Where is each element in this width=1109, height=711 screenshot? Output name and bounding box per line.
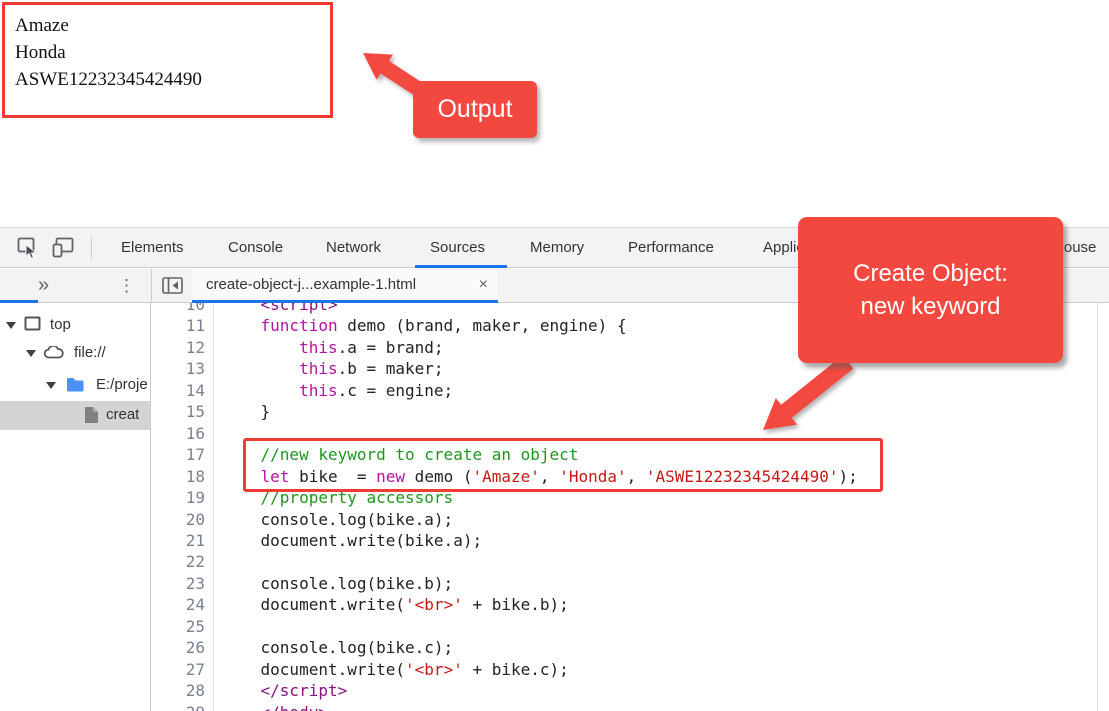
selected-tab-indicator (415, 265, 507, 268)
code-line[interactable]: </body> (222, 702, 858, 711)
hide-navigator-icon[interactable] (162, 277, 184, 295)
strip-divider (151, 269, 152, 303)
output-line: Amaze (15, 15, 69, 36)
gutter-line-number[interactable]: 23 (185, 573, 205, 593)
output-line: ASWE12232345424490 (15, 69, 202, 90)
tab-sources[interactable]: Sources (430, 239, 486, 256)
gutter-line-number[interactable]: 22 (185, 552, 205, 572)
code-lines: <script> function demo (brand, maker, en… (222, 303, 858, 711)
code-editor: 10 11121314151617181920212223242526272829… (151, 303, 1097, 711)
tree-item-label: top (50, 316, 71, 333)
file-tab-active[interactable]: create-object-j...example-1.html × (192, 269, 498, 303)
gutter-line-number[interactable]: 21 (185, 530, 205, 550)
file-tab-title: create-object-j...example-1.html (206, 276, 417, 293)
close-tab-icon[interactable]: × (478, 276, 488, 293)
code-line[interactable] (222, 423, 858, 444)
navigator-tab-indicator (0, 300, 38, 303)
code-line[interactable] (222, 616, 858, 637)
code-line[interactable]: function demo (brand, maker, engine) { (260, 316, 627, 336)
rendered-output-panel: Amaze Honda ASWE12232345424490 (2, 2, 333, 118)
gutter-line-number[interactable]: 28 (185, 681, 205, 701)
create-object-callout: Create Object: new keyword (798, 217, 1063, 363)
expand-arrow-icon[interactable] (26, 350, 36, 357)
output-line: Honda (15, 42, 66, 63)
gutter-line-number[interactable]: 11 (185, 316, 205, 336)
code-line[interactable] (222, 551, 858, 572)
output-annotation-text: Output (437, 95, 513, 123)
gutter-line-number[interactable]: 20 (185, 509, 205, 529)
tree-item-folder[interactable]: E:/proje (0, 371, 150, 399)
tab-performance[interactable]: Performance (628, 239, 714, 256)
gutter-line-number[interactable]: 15 (185, 402, 205, 422)
file-icon (85, 407, 98, 423)
tree-item-top[interactable]: top (0, 311, 150, 339)
tree-item-label: file:// (74, 344, 106, 361)
gutter-divider (213, 303, 214, 711)
code-line[interactable]: //new keyword to create an object (260, 445, 579, 465)
tree-item-label: creat (106, 406, 140, 423)
gutter-line-number[interactable]: 24 (185, 595, 205, 615)
code-line[interactable]: console.log(bike.c); (222, 638, 454, 658)
code-line[interactable]: //property accessors (260, 488, 454, 508)
code-line[interactable]: } (222, 402, 271, 422)
gutter-line-number[interactable]: 14 (185, 380, 205, 400)
gutter-line-number[interactable]: 27 (185, 659, 205, 679)
frame-icon (24, 316, 41, 331)
toolbar-divider (91, 237, 92, 259)
gutter-line-number[interactable]: 25 (185, 616, 205, 636)
tab-console[interactable]: Console (228, 239, 284, 256)
expand-arrow-icon[interactable] (46, 382, 56, 389)
callout-line1: Create Object: (853, 260, 1008, 287)
code-line[interactable]: document.write('<br>' + bike.c); (222, 659, 569, 679)
gutter-line-number[interactable]: 12 (185, 337, 205, 357)
gutter-line-number[interactable]: 10 (185, 303, 205, 314)
code-line[interactable]: console.log(bike.a); (222, 509, 454, 529)
tree-item-label: E:/proje (96, 376, 148, 393)
gutter-line-number[interactable]: 13 (185, 359, 205, 379)
tab-elements[interactable]: Elements (121, 239, 184, 256)
folder-icon (67, 378, 84, 392)
gutter-lines: 10 11121314151617181920212223242526272829 (151, 303, 213, 711)
code-line[interactable]: document.write('<br>' + bike.b); (222, 595, 569, 615)
tab-memory[interactable]: Memory (530, 239, 585, 256)
code-line[interactable]: let bike = new demo ('Amaze', 'Honda', '… (260, 466, 858, 486)
toggle-device-toolbar-icon[interactable] (52, 237, 74, 258)
code-line[interactable]: this.c = engine; (299, 380, 454, 400)
tab-network[interactable]: Network (326, 239, 382, 256)
code-line[interactable]: this.b = maker; (299, 359, 444, 379)
gutter-line-number[interactable]: 19 (185, 488, 205, 508)
cloud-icon (44, 346, 64, 359)
output-annotation-label: Output (413, 81, 537, 138)
code-line[interactable]: </script> (260, 681, 348, 701)
editor-scrollbar-track[interactable] (1097, 303, 1109, 711)
tree-item-file-protocol[interactable]: file:// (0, 339, 150, 367)
gutter-line-number[interactable]: 18 (185, 466, 205, 486)
kebab-menu-icon[interactable]: ⋮ (118, 276, 135, 295)
tree-item-file-selected[interactable]: creat (0, 401, 150, 430)
gutter-line-number[interactable]: 16 (185, 423, 205, 443)
gutter-line-number[interactable]: 29 (151, 702, 205, 711)
callout-line2: new keyword (860, 293, 1001, 320)
code-line[interactable]: this.a = brand; (299, 337, 444, 357)
gutter-line-number[interactable]: 17 (185, 445, 205, 465)
code-line[interactable]: document.write(bike.a); (222, 530, 483, 550)
code-line[interactable]: console.log(bike.b); (222, 573, 454, 593)
code-line[interactable]: <script> (260, 303, 338, 314)
more-panels-chevron[interactable]: » (38, 274, 49, 296)
gutter-line-number[interactable]: 26 (185, 638, 205, 658)
inspect-element-icon[interactable] (17, 237, 38, 258)
expand-arrow-icon[interactable] (6, 322, 16, 329)
navigator-sidebar: top file:// E:/proje creat (0, 303, 151, 711)
